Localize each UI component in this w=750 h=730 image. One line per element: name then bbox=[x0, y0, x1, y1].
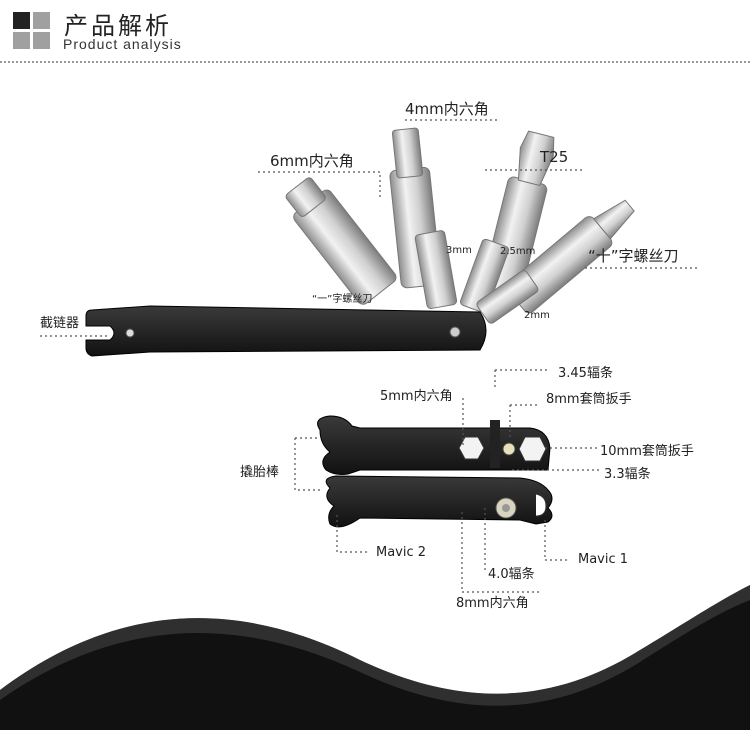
header-title: 产品解析 bbox=[64, 12, 172, 40]
callout-socket8 bbox=[509, 404, 540, 440]
callout-mavic1 bbox=[544, 520, 570, 561]
label-hex5: 5mm内六角 bbox=[380, 389, 453, 404]
callout-hex8 bbox=[461, 512, 540, 593]
callout-hex6 bbox=[258, 171, 381, 200]
label-phillips: “十”字螺丝刀 bbox=[588, 247, 679, 265]
label-mavic2: Mavic 2 bbox=[376, 545, 427, 560]
callout-tire bbox=[294, 437, 320, 491]
header-divider bbox=[0, 61, 750, 63]
callout-mavic2 bbox=[336, 515, 370, 553]
header-logo-squares bbox=[13, 12, 51, 50]
callout-spoke345 bbox=[494, 369, 550, 390]
label-hex8: 8mm内六角 bbox=[456, 596, 529, 611]
tire-lever-upper bbox=[317, 415, 551, 475]
label-hex3: 3mm bbox=[446, 245, 472, 256]
bit-small-3mm bbox=[414, 230, 458, 309]
tire-lever-lower bbox=[325, 475, 553, 528]
label-socket8: 8mm套筒扳手 bbox=[546, 392, 632, 407]
label-hex2: 2mm bbox=[524, 310, 550, 321]
label-t25: T25 bbox=[540, 148, 569, 166]
bit-small-2.5mm bbox=[460, 238, 510, 313]
label-hex6: 6mm内六角 bbox=[270, 152, 354, 170]
bit-small-2mm bbox=[476, 270, 539, 324]
chain-breaker-handle bbox=[85, 305, 487, 357]
header-subtitle: Product analysis bbox=[63, 36, 182, 52]
label-tire: 撬胎棒 bbox=[240, 465, 280, 480]
label-socket10: 10mm套筒扳手 bbox=[600, 444, 694, 459]
label-chain: 截链器 bbox=[40, 316, 80, 331]
bit-6mm-hex bbox=[285, 177, 397, 305]
label-spoke33: 3.3辐条 bbox=[604, 467, 651, 482]
label-spoke345: 3.45辐条 bbox=[558, 366, 613, 381]
label-hex4: 4mm内六角 bbox=[405, 100, 489, 118]
label-mavic1: Mavic 1 bbox=[578, 552, 629, 567]
label-hex25: 2.5mm bbox=[500, 246, 536, 257]
page-header: 产品解析 Product analysis bbox=[0, 0, 750, 63]
callout-lines bbox=[40, 119, 700, 593]
label-flat: “一”字螺丝刀 bbox=[312, 294, 373, 305]
label-spoke40: 4.0辐条 bbox=[488, 567, 535, 582]
